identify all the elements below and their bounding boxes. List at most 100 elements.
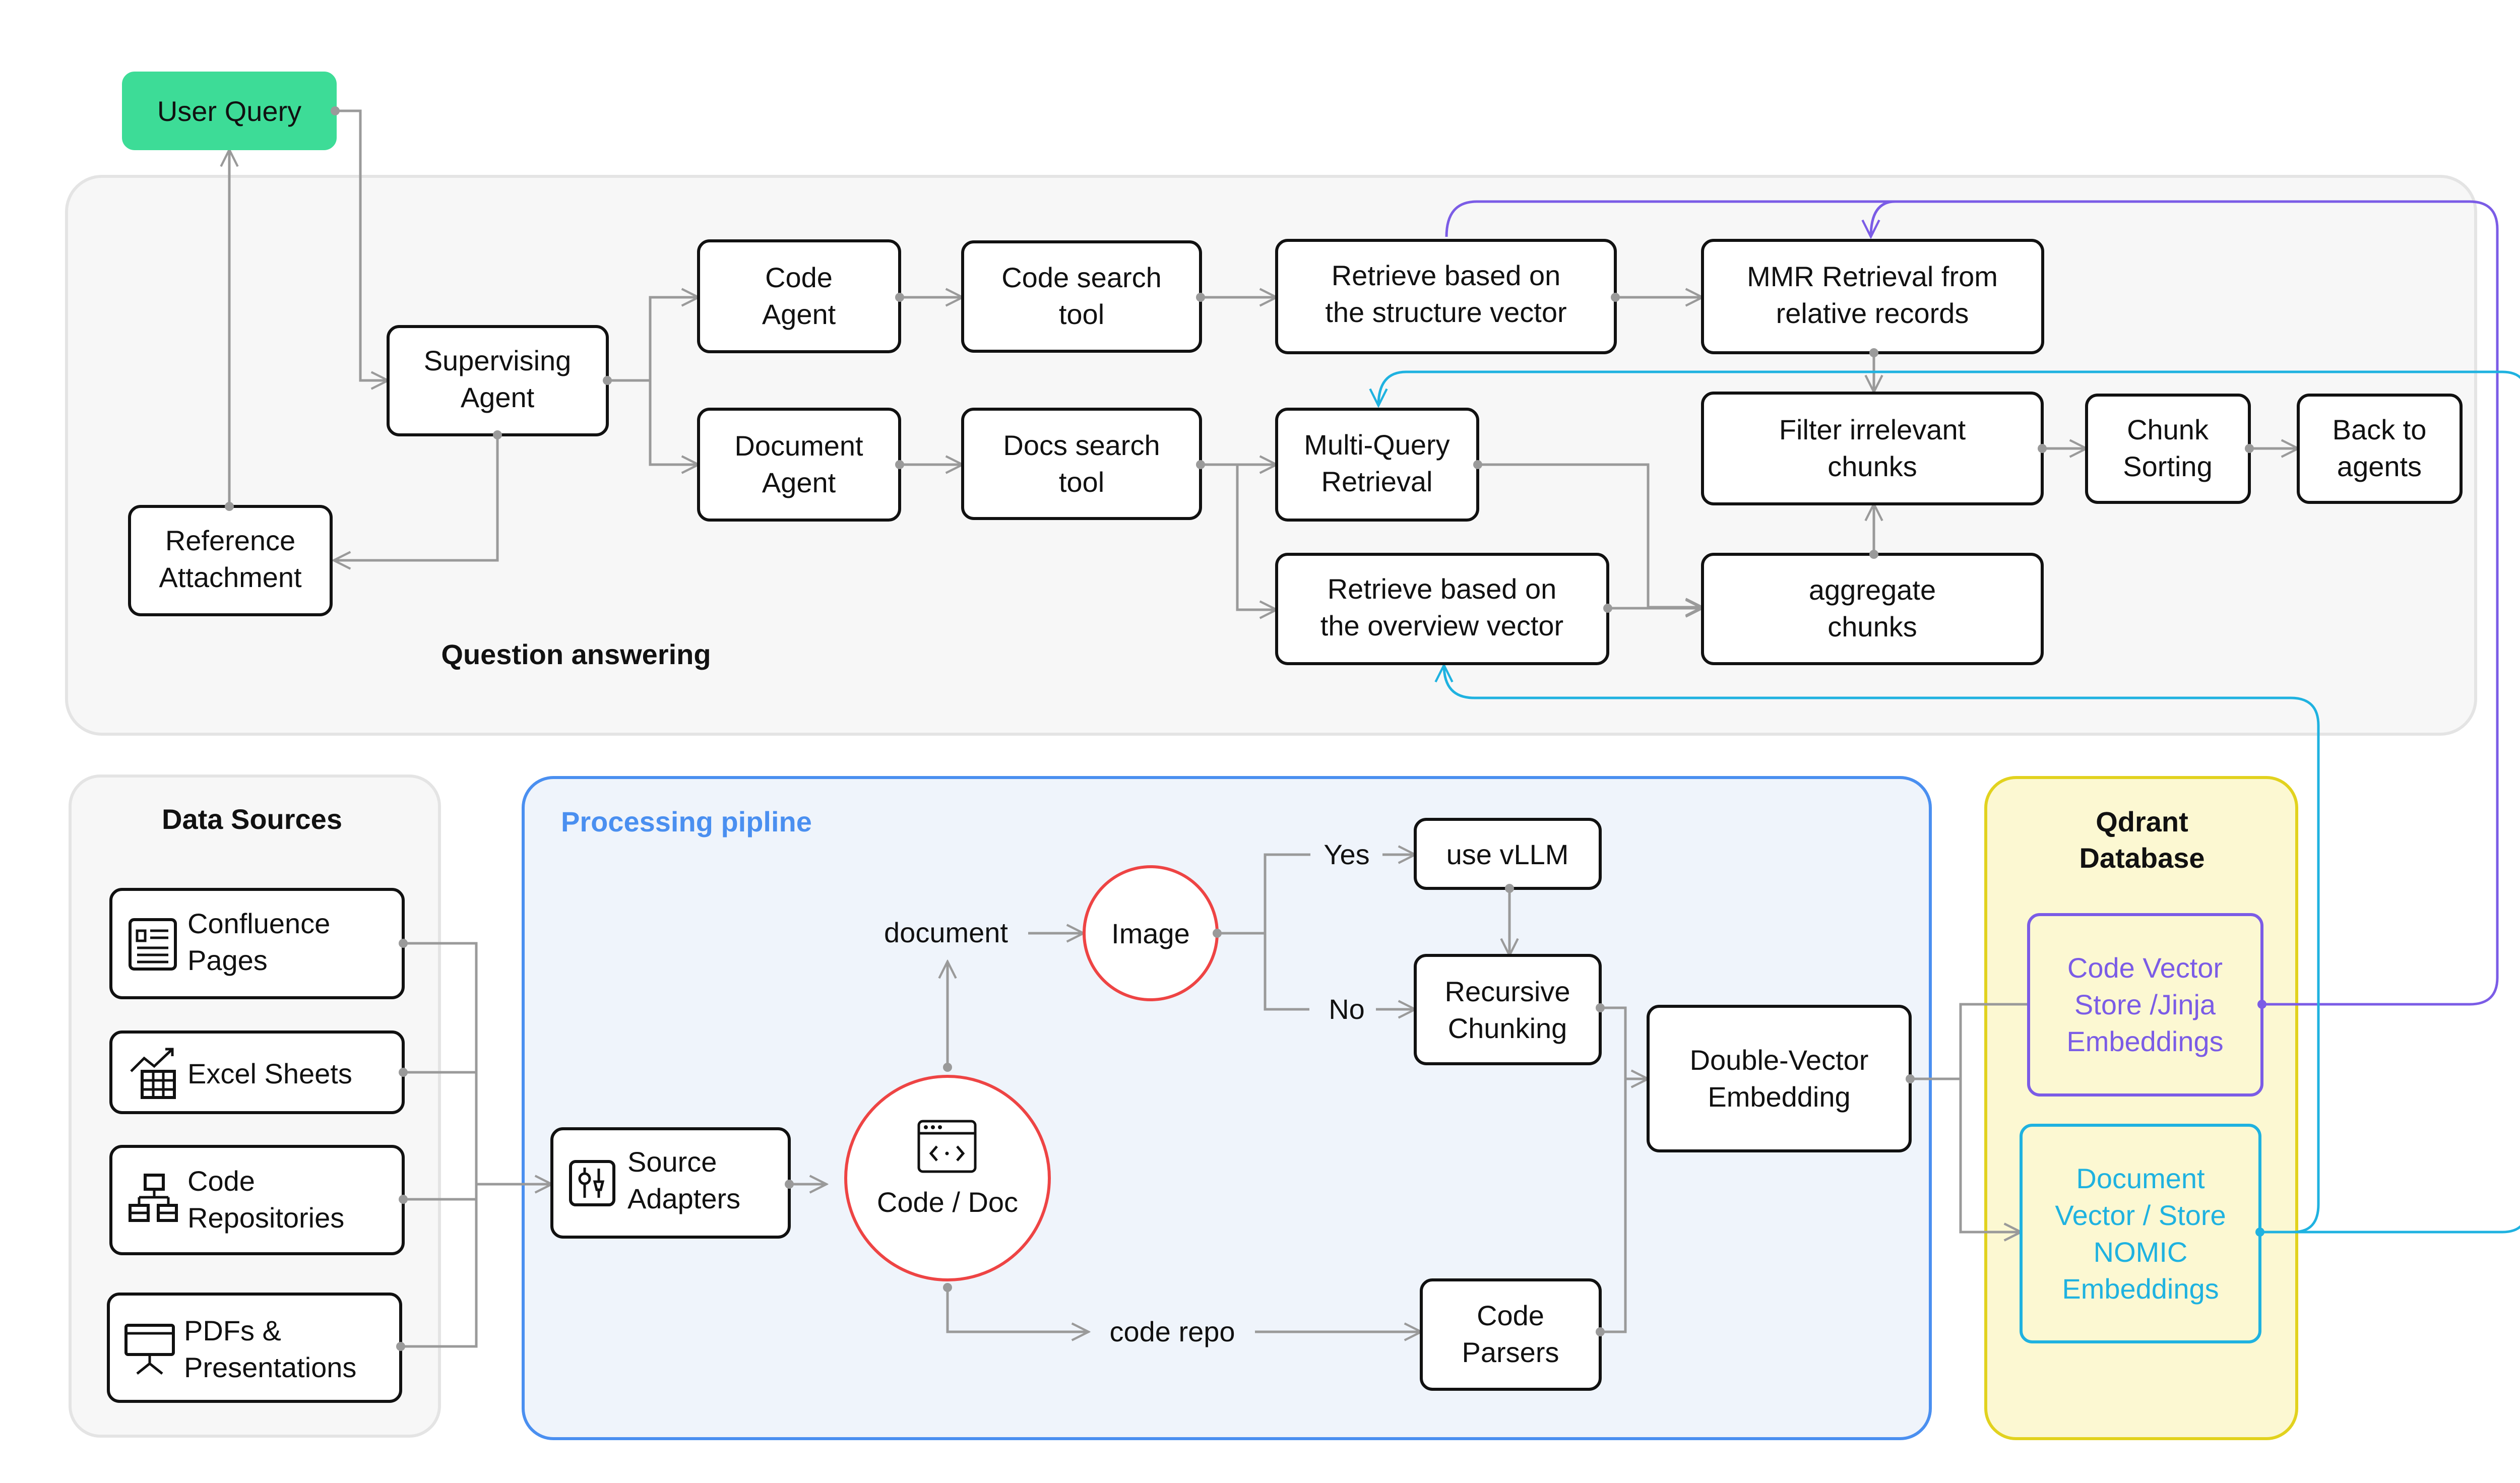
pdfs-presentations-line-2: Presentations bbox=[184, 1351, 356, 1383]
filter-chunks-line-2: chunks bbox=[1828, 450, 1917, 482]
question-answering-title: Question answering bbox=[441, 638, 711, 670]
chunk-sorting-node[interactable]: Chunk Sorting bbox=[2085, 394, 2251, 504]
data-sources-title: Data Sources bbox=[162, 803, 342, 835]
mmr-retrieval-line-1: MMR Retrieval from bbox=[1747, 261, 1998, 292]
edge-image-split bbox=[1217, 853, 1310, 1011]
confluence-pages-node[interactable]: Confluence Pages bbox=[109, 888, 405, 999]
spreadsheet-chart-icon bbox=[130, 1048, 176, 1099]
code-doc-label: Code / Doc bbox=[877, 1186, 1018, 1218]
document-agent-node[interactable]: Document Agent bbox=[697, 408, 901, 522]
vector-store-links bbox=[1378, 200, 2520, 1234]
code-parsers-line-2: Parsers bbox=[1462, 1336, 1559, 1368]
recursive-chunking-line-2: Chunking bbox=[1448, 1012, 1567, 1044]
document-vector-store-line-4: Embeddings bbox=[2062, 1273, 2219, 1305]
user-query-label: User Query bbox=[157, 95, 301, 127]
code-vector-store-line-3: Embeddings bbox=[2066, 1025, 2223, 1057]
code-vector-store-line-2: Store /Jinja bbox=[2074, 989, 2216, 1020]
image-node[interactable]: Image bbox=[1083, 865, 1219, 1001]
double-vector-line-1: Double-Vector bbox=[1690, 1044, 1869, 1076]
retrieve-structure-line-2: the structure vector bbox=[1325, 296, 1566, 328]
reference-attachment-line-2: Attachment bbox=[159, 561, 302, 593]
docs-search-tool-node[interactable]: Docs search tool bbox=[961, 408, 1202, 520]
pdfs-presentations-line-1: PDFs & bbox=[184, 1315, 281, 1346]
document-vector-store-line-3: NOMIC bbox=[2094, 1236, 2188, 1268]
double-vector-embedding-node[interactable]: Double-Vector Embedding bbox=[1647, 1005, 1912, 1152]
source-adapters-line-2: Adapters bbox=[627, 1183, 740, 1214]
filter-chunks-node[interactable]: Filter irrelevant chunks bbox=[1701, 392, 2044, 505]
docs-search-tool-line-1: Docs search bbox=[1003, 429, 1160, 461]
edge-supervising-to-document-agent bbox=[649, 380, 699, 465]
edge-label-document: document bbox=[884, 917, 1008, 948]
reference-attachment-line-1: Reference bbox=[165, 525, 295, 556]
code-vector-store-node[interactable]: Code Vector Store /Jinja Embeddings bbox=[2027, 913, 2263, 1097]
aggregate-chunks-node[interactable]: aggregate chunks bbox=[1701, 553, 2044, 665]
document-vector-store-node[interactable]: Document Vector / Store NOMIC Embeddings bbox=[2020, 1124, 2261, 1343]
source-adapters-node[interactable]: Source Adapters bbox=[550, 1127, 791, 1239]
edge-code-store-to-mmr bbox=[1871, 200, 1896, 237]
edge-label-yes: Yes bbox=[1324, 839, 1369, 870]
recursive-chunking-line-1: Recursive bbox=[1445, 976, 1570, 1007]
excel-sheets-node[interactable]: Excel Sheets bbox=[109, 1030, 405, 1114]
edge-supervising-to-code-agent bbox=[607, 297, 699, 382]
processing-pipeline-title: Processing pipline bbox=[561, 806, 812, 837]
adapter-settings-icon bbox=[569, 1160, 615, 1206]
connectors bbox=[229, 109, 2298, 1348]
code-repositories-line-2: Repositories bbox=[187, 1202, 344, 1234]
retrieve-overview-line-2: the overview vector bbox=[1320, 610, 1563, 641]
edge-docs-search-to-overview bbox=[1236, 465, 1277, 610]
chunk-sorting-line-1: Chunk bbox=[2127, 414, 2209, 445]
code-repositories-line-1: Code bbox=[187, 1165, 255, 1197]
multi-query-line-2: Retrieval bbox=[1321, 466, 1433, 497]
code-search-tool-node[interactable]: Code search tool bbox=[961, 240, 1202, 353]
code-parsers-line-1: Code bbox=[1477, 1300, 1544, 1331]
edge-label-code-repo: code repo bbox=[1109, 1316, 1235, 1347]
edge-document-store-to-multi-query bbox=[1378, 370, 2520, 1234]
code-agent-node[interactable]: Code Agent bbox=[697, 239, 901, 353]
use-vllm-label: use vLLM bbox=[1446, 839, 1569, 870]
document-vector-store-line-1: Document bbox=[2076, 1163, 2205, 1194]
aggregate-chunks-line-2: chunks bbox=[1828, 611, 1917, 642]
document-vector-store-line-2: Vector / Store bbox=[2055, 1199, 2226, 1231]
edge-to-double-vector bbox=[1600, 1006, 1648, 1333]
pdfs-presentations-node[interactable]: PDFs & Presentations bbox=[107, 1293, 402, 1403]
edge-code-store-to-structure bbox=[1445, 200, 2499, 1006]
confluence-pages-line-1: Confluence bbox=[187, 908, 330, 939]
reference-attachment-node[interactable]: Reference Attachment bbox=[128, 505, 333, 616]
excel-sheets-label: Excel Sheets bbox=[187, 1058, 352, 1089]
recursive-chunking-node[interactable]: Recursive Chunking bbox=[1414, 954, 1602, 1065]
back-to-agents-line-1: Back to bbox=[2333, 414, 2427, 445]
mmr-retrieval-node[interactable]: MMR Retrieval from relative records bbox=[1701, 239, 2044, 354]
back-to-agents-node[interactable]: Back to agents bbox=[2297, 394, 2463, 504]
chunk-sorting-line-2: Sorting bbox=[2123, 450, 2212, 482]
code-agent-line-2: Agent bbox=[762, 298, 836, 330]
code-agent-line-1: Code bbox=[765, 262, 833, 293]
retrieve-overview-node[interactable]: Retrieve based on the overview vector bbox=[1275, 553, 1609, 665]
supervising-agent-line-1: Supervising bbox=[424, 345, 572, 376]
use-vllm-node[interactable]: use vLLM bbox=[1414, 818, 1602, 890]
edge-supervising-to-reference bbox=[334, 413, 499, 560]
aggregate-chunks-line-1: aggregate bbox=[1809, 574, 1936, 606]
filter-chunks-line-1: Filter irrelevant bbox=[1779, 414, 1966, 445]
confluence-pages-line-2: Pages bbox=[187, 944, 268, 976]
docs-search-tool-line-2: tool bbox=[1059, 466, 1104, 498]
multi-query-node[interactable]: Multi-Query Retrieval bbox=[1275, 408, 1479, 522]
code-doc-node[interactable]: Code / Doc bbox=[844, 1075, 1051, 1281]
retrieve-structure-node[interactable]: Retrieve based on the structure vector bbox=[1275, 239, 1617, 354]
code-parsers-node[interactable]: Code Parsers bbox=[1420, 1278, 1602, 1391]
user-query-node[interactable]: User Query bbox=[122, 72, 337, 150]
edge-user-query-to-supervising-agent bbox=[335, 109, 388, 380]
document-agent-line-2: Agent bbox=[762, 467, 836, 498]
supervising-agent-line-2: Agent bbox=[461, 381, 535, 413]
connector-dots bbox=[225, 106, 2266, 1351]
edge-document-store-to-overview bbox=[1444, 665, 2320, 1234]
code-vector-store-line-1: Code Vector bbox=[2067, 952, 2223, 984]
supervising-agent-node[interactable]: Supervising Agent bbox=[387, 325, 609, 436]
presentation-board-icon bbox=[124, 1324, 175, 1375]
multi-query-line-1: Multi-Query bbox=[1304, 429, 1450, 461]
qdrant-title-line-1: Qdrant bbox=[2096, 806, 2188, 837]
edge-label-no: No bbox=[1329, 993, 1365, 1025]
code-repositories-node[interactable]: Code Repositories bbox=[109, 1145, 405, 1255]
mmr-retrieval-line-2: relative records bbox=[1776, 297, 1969, 329]
retrieve-overview-line-1: Retrieve based on bbox=[1328, 573, 1557, 605]
